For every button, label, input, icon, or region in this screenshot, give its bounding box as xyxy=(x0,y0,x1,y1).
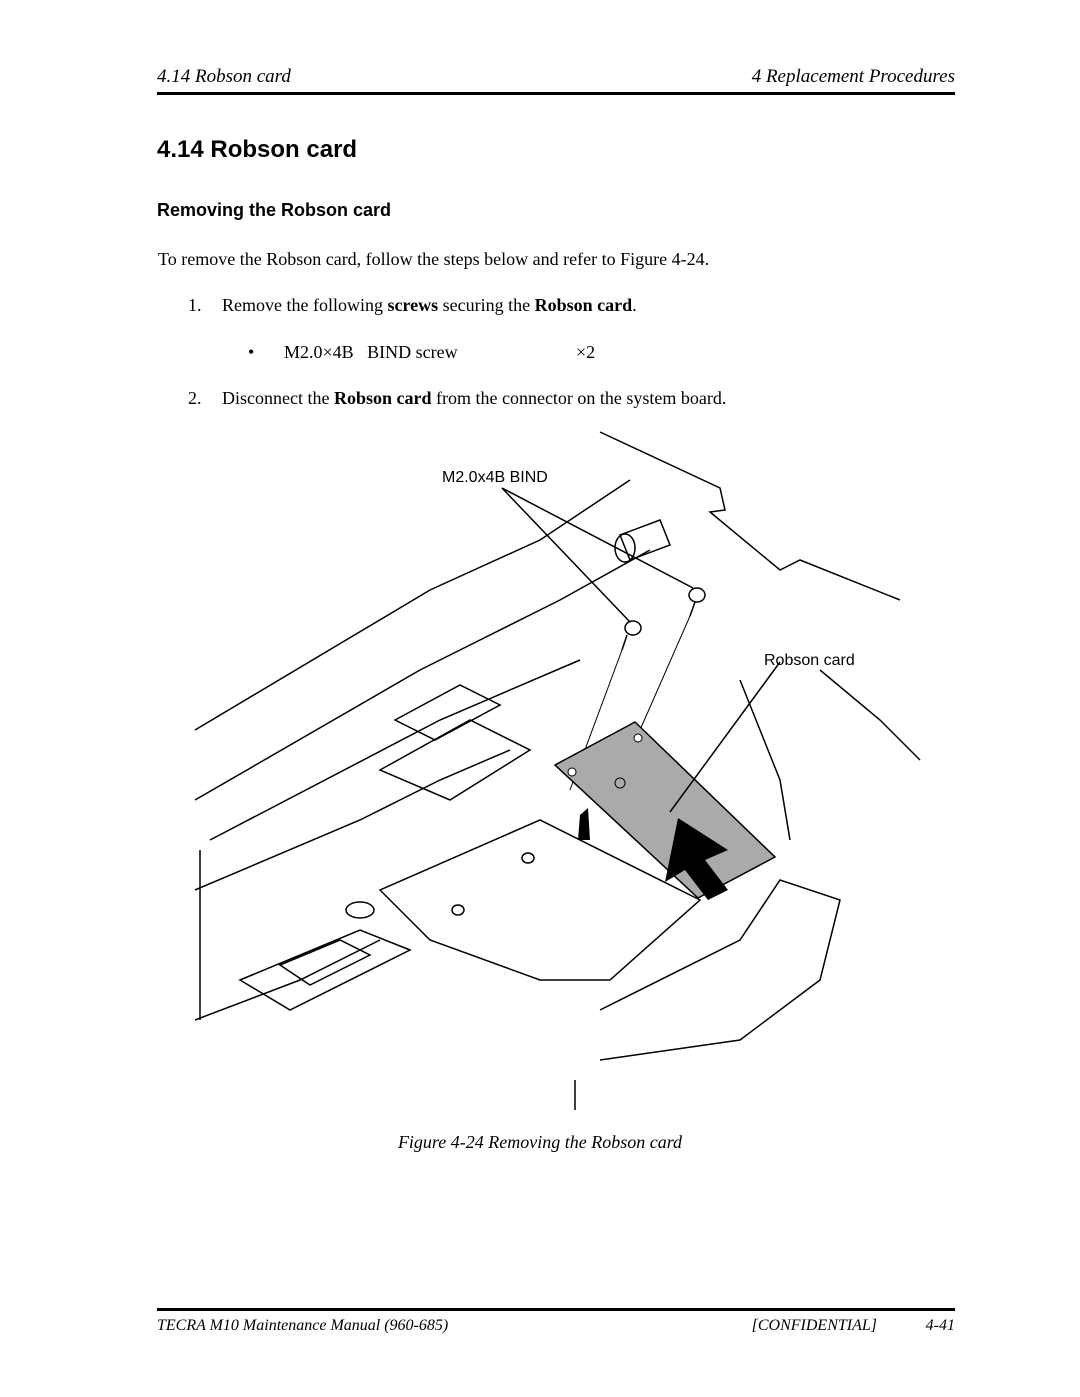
figure-robson-card: M2.0x4B BIND Robson card xyxy=(180,420,940,1120)
screw-quantity: ×2 xyxy=(576,342,596,362)
page-header: 4.14 Robson card 4 Replacement Procedure… xyxy=(157,64,955,95)
chassis-edge xyxy=(194,549,651,801)
screw-spec: M2.0×4B BIND screw xyxy=(284,342,458,362)
screw-leader-line xyxy=(501,487,694,589)
section-title: 4.14 Robson card xyxy=(157,136,358,163)
label-card: Robson card xyxy=(764,652,855,669)
intro-paragraph: To remove the Robson card, follow the st… xyxy=(158,249,710,269)
chassis-recess xyxy=(378,719,532,801)
step-number: 1. xyxy=(188,295,202,315)
footer-page-number: 4-41 xyxy=(925,1317,955,1334)
robson-card xyxy=(553,721,777,899)
footer-manual-title: TECRA M10 Maintenance Manual (960-685) xyxy=(157,1317,449,1334)
screw-1 xyxy=(621,620,642,651)
bullet-marker: • xyxy=(248,342,255,362)
screw-guide-line xyxy=(639,615,691,731)
card-screw-hole xyxy=(633,733,643,743)
screw-2 xyxy=(688,587,706,617)
chassis-edge xyxy=(194,479,631,731)
base-recess xyxy=(378,819,702,981)
chassis-edge xyxy=(819,669,921,761)
subsection-title: Removing the Robson card xyxy=(157,200,392,220)
page-footer: TECRA M10 Maintenance Manual (960-685) [… xyxy=(157,1308,955,1339)
vent-slot xyxy=(278,939,372,986)
card-marking xyxy=(614,777,626,789)
figure-caption: Figure 4-24 Removing the Robson card xyxy=(397,1132,683,1152)
chassis-recess xyxy=(393,684,502,741)
chassis-edge xyxy=(599,879,841,1061)
figure-illustration: M2.0x4B BIND Robson card xyxy=(194,431,921,1110)
header-section: 4.14 Robson card xyxy=(157,66,291,87)
removal-arrow xyxy=(665,818,728,900)
screw-bullet: • M2.0×4B BIND screw ×2 xyxy=(248,342,595,363)
card-leader-line xyxy=(669,661,781,813)
screw-leader-line xyxy=(501,487,631,623)
chassis-edge xyxy=(599,431,901,601)
chassis-edge xyxy=(209,659,581,841)
header-chapter: 4 Replacement Procedures xyxy=(751,66,955,87)
step-2: 2.Disconnect the Robson card from the co… xyxy=(188,388,727,408)
screw-boss xyxy=(451,904,465,916)
vent-slot xyxy=(238,929,412,1011)
step-1: 1.Remove the following screws securing t… xyxy=(188,295,637,315)
chassis-edge xyxy=(194,749,511,891)
step-number: 2. xyxy=(188,388,202,408)
footer-confidential: [CONFIDENTIAL] xyxy=(751,1317,877,1334)
card-screw-hole xyxy=(567,767,577,777)
screw-boss xyxy=(521,852,535,864)
lift-arrow xyxy=(578,808,590,840)
chassis-edge xyxy=(194,939,381,1021)
screw-boss xyxy=(345,901,375,919)
hinge xyxy=(619,519,671,561)
label-screw: M2.0x4B BIND xyxy=(442,469,548,486)
chassis-edge xyxy=(739,679,791,841)
